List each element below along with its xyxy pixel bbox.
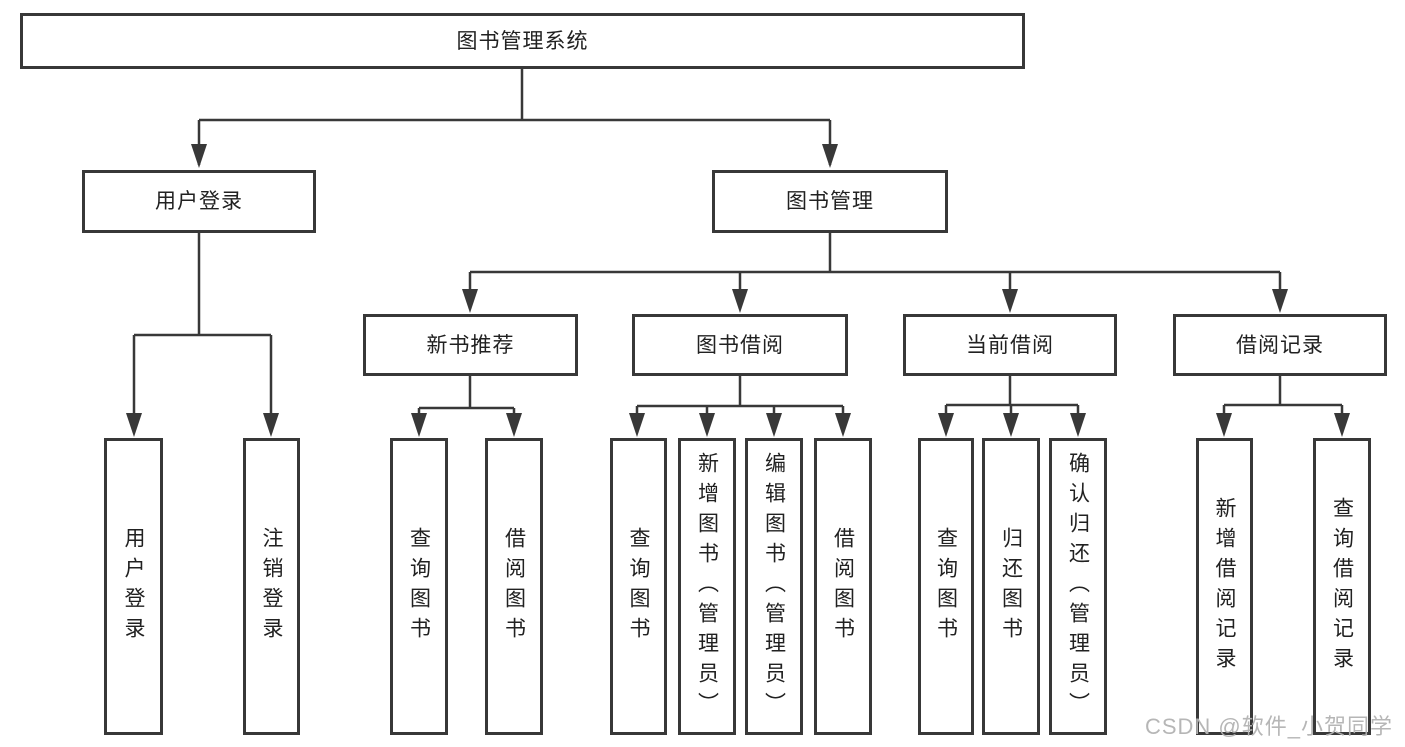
leaf-add-borrow-record: 新增借阅记录 — [1196, 438, 1253, 735]
leaf-borrow-books-recommend-label: 借阅图书 — [502, 526, 526, 647]
connector-lines — [132, 69, 1344, 433]
leaf-borrow-books-recommend: 借阅图书 — [485, 438, 543, 735]
node-root-system-label: 图书管理系统 — [456, 29, 589, 53]
leaf-edit-books-admin-label: 编辑图书（管理员） — [762, 451, 786, 722]
leaf-add-borrow-record-label: 新增借阅记录 — [1213, 496, 1236, 677]
node-book-borrowing-label: 图书借阅 — [696, 333, 784, 357]
node-root-system: 图书管理系统 — [20, 13, 1025, 69]
leaf-query-books-recommend: 查询图书 — [390, 438, 448, 735]
leaf-query-books-current-label: 查询图书 — [934, 526, 958, 647]
leaf-add-books-admin-label: 新增图书（管理员） — [695, 451, 719, 722]
leaf-query-borrow-record: 查询借阅记录 — [1313, 438, 1371, 735]
node-borrowing-records: 借阅记录 — [1173, 314, 1387, 376]
node-book-management: 图书管理 — [712, 170, 948, 233]
leaf-return-books: 归还图书 — [982, 438, 1040, 735]
leaf-confirm-return-admin-label: 确认归还（管理员） — [1066, 451, 1090, 722]
node-new-book-recommend: 新书推荐 — [363, 314, 578, 376]
node-book-borrowing: 图书借阅 — [632, 314, 848, 376]
leaf-logout-label: 注销登录 — [260, 526, 283, 647]
leaf-logout: 注销登录 — [243, 438, 300, 735]
leaf-return-books-label: 归还图书 — [999, 526, 1023, 647]
node-current-borrowing-label: 当前借阅 — [966, 333, 1054, 357]
leaf-user-login-label: 用户登录 — [122, 526, 145, 647]
leaf-query-books-recommend-label: 查询图书 — [407, 526, 431, 647]
leaf-user-login: 用户登录 — [104, 438, 163, 735]
leaf-query-books-current: 查询图书 — [918, 438, 974, 735]
leaf-borrow-books-borrowing-label: 借阅图书 — [831, 526, 855, 647]
leaf-borrow-books-borrowing: 借阅图书 — [814, 438, 872, 735]
node-current-borrowing: 当前借阅 — [903, 314, 1117, 376]
leaf-confirm-return-admin: 确认归还（管理员） — [1049, 438, 1107, 735]
leaf-edit-books-admin: 编辑图书（管理员） — [745, 438, 803, 735]
leaf-query-borrow-record-label: 查询借阅记录 — [1330, 496, 1354, 677]
node-book-management-label: 图书管理 — [786, 190, 874, 213]
node-user-login-label: 用户登录 — [155, 190, 243, 213]
leaf-query-books-borrowing-label: 查询图书 — [627, 526, 650, 647]
leaf-query-books-borrowing: 查询图书 — [610, 438, 667, 735]
node-new-book-recommend-label: 新书推荐 — [426, 333, 515, 357]
node-borrowing-records-label: 借阅记录 — [1236, 333, 1324, 357]
node-user-login: 用户登录 — [82, 170, 316, 233]
leaf-add-books-admin: 新增图书（管理员） — [678, 438, 736, 735]
